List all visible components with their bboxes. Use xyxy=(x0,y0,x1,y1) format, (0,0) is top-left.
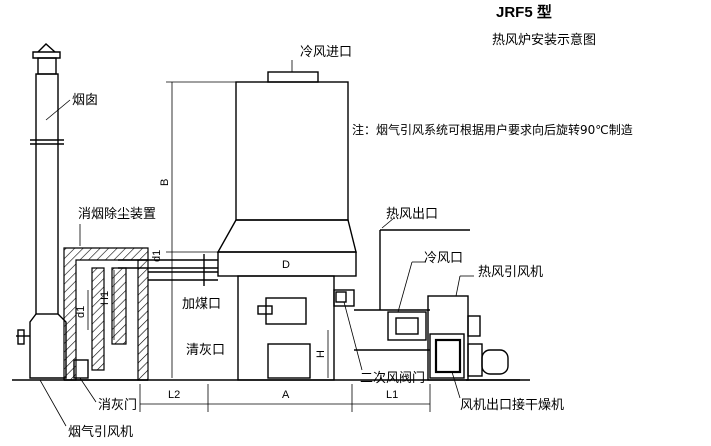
secondary-damper-label: 二次风阀门 xyxy=(360,370,425,386)
dim-H1: H1 xyxy=(99,291,111,305)
fan-outlet-dryer-label: 风机出口接干燥机 xyxy=(460,397,564,413)
model-title: JRF5 型 xyxy=(496,3,552,21)
damper xyxy=(335,291,347,303)
dryer-leader xyxy=(451,371,461,399)
dim-L1: L1 xyxy=(386,389,398,401)
chimney-leader xyxy=(45,99,71,121)
furnace-body xyxy=(216,71,357,381)
hot-air-ducting xyxy=(333,229,470,351)
ash-door-leader xyxy=(79,377,97,403)
hot-outlet-leader xyxy=(381,217,395,229)
ash-door-label: 消灰门 xyxy=(98,398,137,413)
flue-fan-leader xyxy=(39,379,67,427)
dim-d1-top: d1 xyxy=(151,250,163,262)
dim-H: H xyxy=(315,350,327,358)
dim-d1-left: d1 xyxy=(75,306,87,318)
cold-air-inlet-label: 冷风进口 xyxy=(300,45,352,60)
note-text: 注：烟气引风系统可根据用户要求向后旋转90℃制造 xyxy=(352,122,633,137)
dim-L2: L2 xyxy=(168,389,180,401)
flue-duct xyxy=(118,254,218,286)
chimney-label: 烟囱 xyxy=(72,93,98,108)
flue-gas-fan-label: 烟气引风机 xyxy=(68,424,133,440)
bottom-dimensions xyxy=(139,384,431,412)
dim-D: D xyxy=(282,259,290,271)
damper-leader xyxy=(343,301,363,371)
hot-air-fan-label: 热风引风机 xyxy=(478,265,543,280)
dim-A: A xyxy=(282,389,290,401)
hot-air-outlet-label: 热风出口 xyxy=(386,207,438,222)
dust-remover-label: 消烟除尘装置 xyxy=(78,207,156,222)
hot-air-fan xyxy=(427,295,520,381)
cold-air-port-label: 冷风口 xyxy=(424,251,463,266)
coal-feed-door-label: 加煤口 xyxy=(182,297,221,312)
dim-B: B xyxy=(159,179,171,186)
ash-clean-door-label: 清灰口 xyxy=(186,343,225,358)
diagram-subtitle: 热风炉安装示意图 xyxy=(492,32,596,48)
chimney xyxy=(16,43,67,379)
